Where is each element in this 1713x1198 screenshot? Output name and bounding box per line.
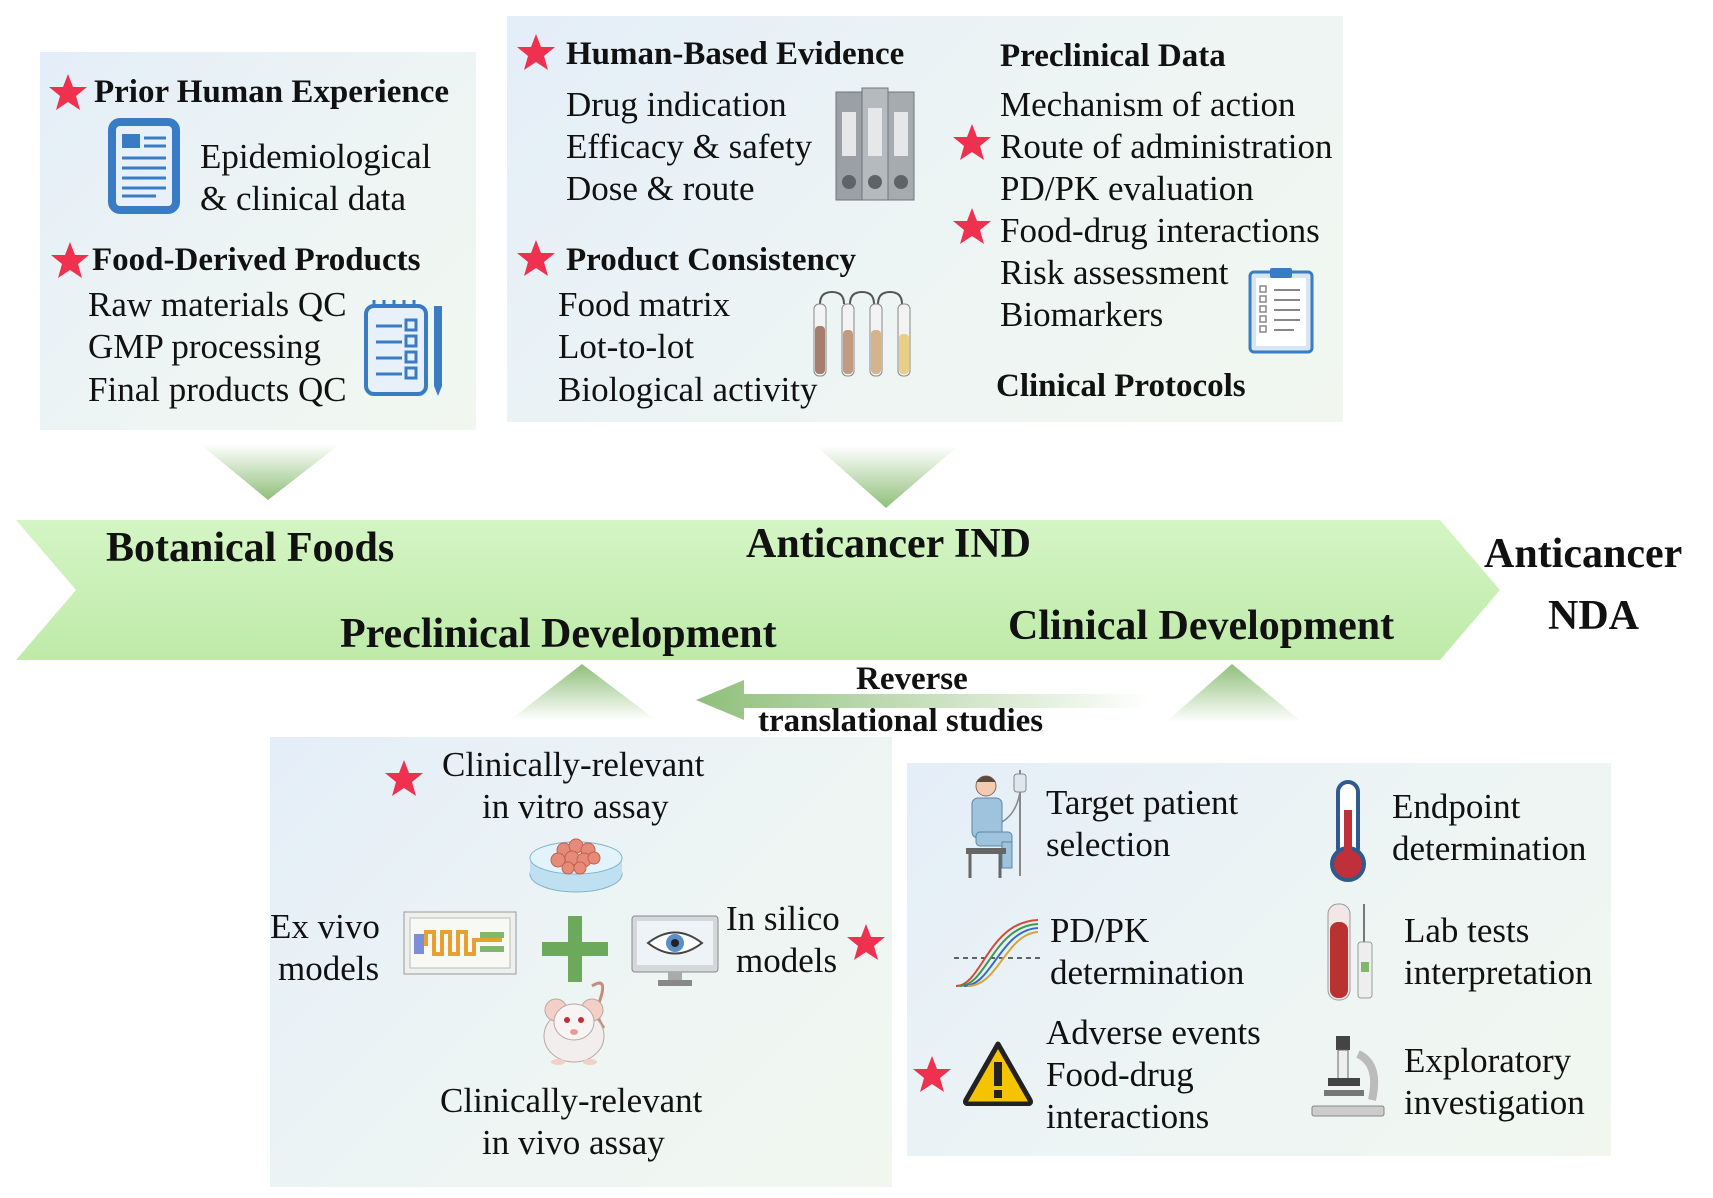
lab-line1: Lab tests (1404, 911, 1530, 950)
food-derived-heading: Food-Derived Products (92, 242, 421, 278)
star-icon (51, 242, 89, 278)
up-arrow-left (510, 664, 656, 720)
blood-tube-icon (1327, 903, 1373, 1001)
target-line1: Target patient (1046, 783, 1239, 822)
stage-nda-line1: Anticancer (1484, 531, 1683, 577)
in-vitro-line1: Clinically-relevant (442, 745, 705, 784)
microfluidic-chip-icon (403, 911, 517, 975)
preclinical-data-item: Mechanism of action (1000, 85, 1296, 124)
binders-icon (835, 87, 915, 201)
reverse-label-line2: translational studies (758, 703, 1044, 739)
stage-clinical-development: Clinical Development (1008, 603, 1395, 649)
ex-vivo-line2: models (278, 949, 380, 988)
mouse-icon (543, 981, 606, 1065)
stage-preclinical-development: Preclinical Development (340, 611, 777, 657)
human-evidence-heading: Human-Based Evidence (566, 36, 905, 72)
in-silico-line2: models (736, 941, 838, 980)
product-consistency-heading: Product Consistency (566, 242, 856, 278)
preclinical-data-item: Route of administration (1000, 127, 1333, 166)
chevron-2 (300, 520, 650, 660)
in-vivo-line2: in vivo assay (482, 1123, 665, 1162)
adverse-line2: Food-drug (1046, 1055, 1194, 1094)
chevron-3 (584, 520, 934, 660)
adverse-line1: Adverse events (1046, 1013, 1261, 1052)
exploratory-line2: investigation (1404, 1083, 1585, 1122)
star-icon (953, 124, 991, 160)
star-icon (953, 208, 991, 244)
star-icon (847, 924, 885, 960)
product-consistency-item: Biological activity (558, 370, 818, 409)
ex-vivo-line1: Ex vivo (270, 907, 380, 946)
star-icon (913, 1056, 951, 1092)
star-icon (517, 34, 555, 70)
preclinical-data-item: PD/PK evaluation (1000, 169, 1254, 208)
product-consistency-item: Lot-to-lot (558, 327, 695, 366)
in-silico-line1: In silico (726, 899, 840, 938)
checklist-icon (364, 300, 442, 396)
pdpk-line2: determination (1050, 953, 1245, 992)
star-icon (517, 240, 555, 276)
preclinical-data-heading: Preclinical Data (1000, 38, 1226, 74)
adverse-line3: interactions (1046, 1097, 1210, 1136)
test-tubes-icon (813, 290, 911, 377)
star-icon (385, 760, 423, 796)
target-line2: selection (1046, 825, 1171, 864)
preclinical-data-item: Food-drug interactions (1000, 211, 1320, 250)
warning-icon (963, 1041, 1033, 1106)
down-arrow-left (200, 444, 340, 500)
human-evidence-item: Drug indication (566, 85, 787, 124)
star-icon (49, 74, 87, 110)
microscope-icon (1311, 1036, 1385, 1117)
human-evidence-item: Dose & route (566, 169, 755, 208)
patient-icon (966, 770, 1027, 878)
human-evidence-item: Efficacy & safety (566, 127, 813, 166)
pdpk-line1: PD/PK (1050, 911, 1150, 950)
clipboard-icon (1248, 268, 1314, 354)
stage-nda-line2: NDA (1548, 593, 1639, 639)
stage-botanical-foods: Botanical Foods (106, 525, 395, 571)
food-derived-item: Final products QC (88, 370, 347, 409)
document-icon (108, 118, 180, 214)
reverse-label-line1: Reverse (856, 661, 968, 697)
exploratory-line1: Exploratory (1404, 1041, 1572, 1080)
preclinical-data-item: Biomarkers (1000, 295, 1164, 334)
stage-anticancer-ind: Anticancer IND (746, 521, 1032, 567)
food-derived-item: Raw materials QC (88, 285, 347, 324)
in-vitro-line2: in vitro assay (482, 787, 669, 826)
endpoint-line1: Endpoint (1392, 787, 1521, 826)
plus-icon (542, 916, 608, 982)
chevron-5 (1152, 520, 1500, 660)
computer-eye-icon (631, 915, 719, 986)
preclinical-data-item: Risk assessment (1000, 253, 1229, 292)
prior-human-line1: Epidemiological (200, 137, 432, 176)
prior-human-heading: Prior Human Experience (94, 74, 450, 110)
thermometer-icon (1330, 780, 1366, 882)
endpoint-line2: determination (1392, 829, 1587, 868)
reverse-arrow (696, 680, 1150, 720)
chevron-4 (868, 520, 1218, 660)
product-consistency-item: Food matrix (558, 285, 731, 324)
lab-line2: interpretation (1404, 953, 1593, 992)
evidence-panel (507, 16, 1343, 422)
clinical-protocols-heading: Clinical Protocols (996, 368, 1246, 404)
in-vivo-line1: Clinically-relevant (440, 1081, 703, 1120)
petri-dish-icon (529, 838, 623, 893)
prior-human-line2: & clinical data (200, 179, 407, 218)
down-arrow-mid (816, 446, 958, 508)
food-derived-item: GMP processing (88, 327, 322, 366)
chevron-1 (16, 520, 366, 660)
pk-curve-icon (954, 919, 1040, 987)
up-arrow-right (1166, 664, 1302, 722)
